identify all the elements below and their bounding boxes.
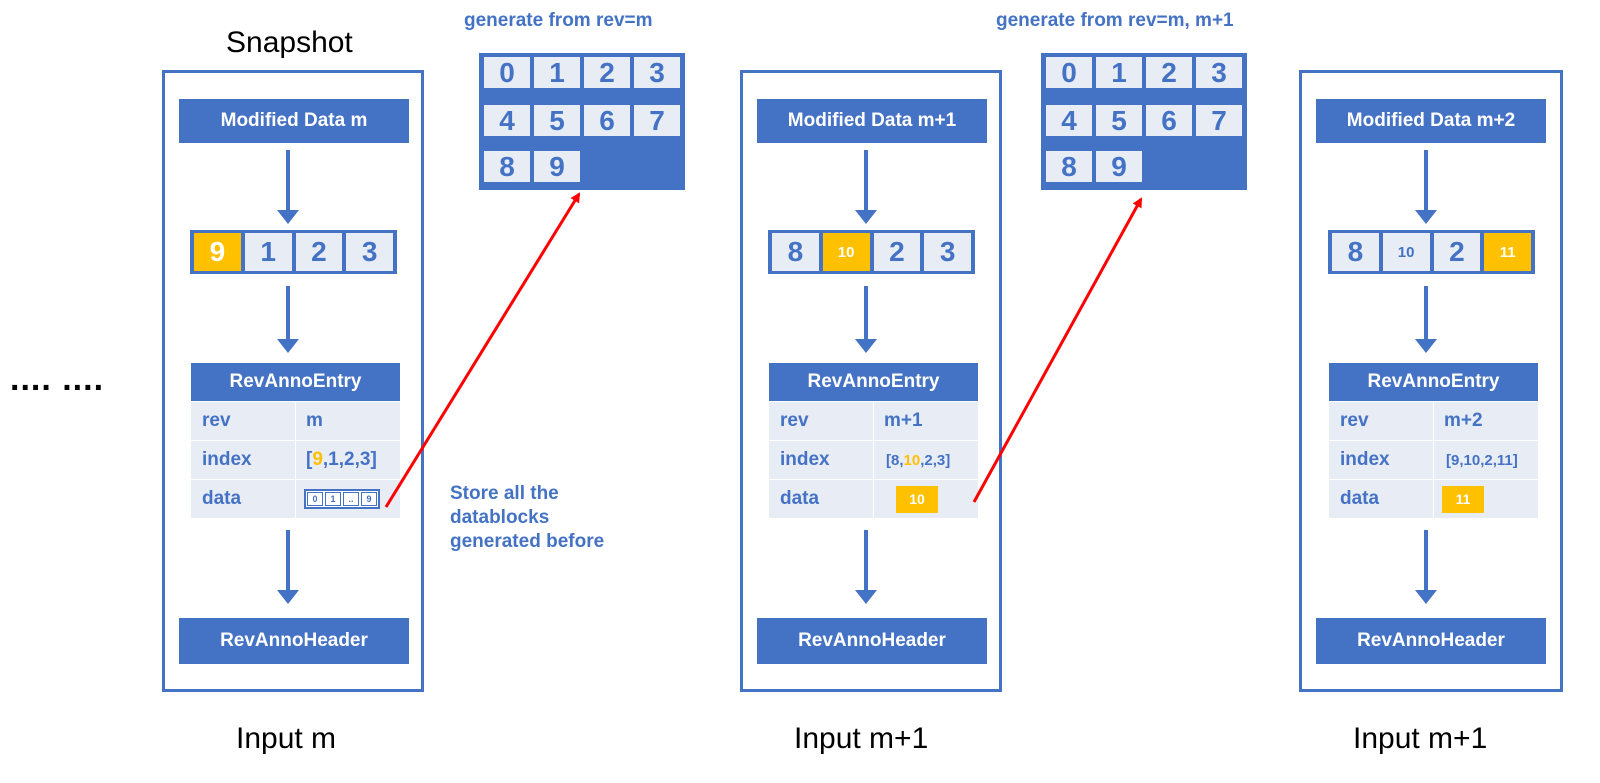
block-cell: 8 — [772, 233, 819, 271]
block-cell: 2 — [1433, 233, 1481, 271]
ellipsis: .... .... — [10, 360, 105, 398]
grid-cell: 1 — [1096, 57, 1142, 88]
grid-cell: 8 — [1046, 151, 1092, 182]
store-link-arrow-1 — [384, 192, 581, 508]
grid-cell: 3 — [634, 57, 680, 88]
modified-data-box: Modified Data m — [179, 99, 409, 143]
store-note-line: datablocks — [450, 507, 550, 528]
grid-cell: 4 — [484, 105, 530, 136]
block-cell: 2 — [873, 233, 921, 271]
rev-key: rev — [1329, 402, 1433, 440]
grid-cell: 0 — [484, 57, 530, 88]
modified-data-box: Modified Data m+2 — [1316, 99, 1546, 143]
index-value: [9,1,2,3] — [296, 441, 400, 479]
index-key: index — [1329, 441, 1433, 479]
block-cell: 3 — [346, 233, 393, 271]
data-block-strip: 8 10 2 11 — [1328, 230, 1535, 274]
rev-value: m — [296, 402, 400, 440]
grid-cell: 6 — [1146, 105, 1192, 136]
data-value: 11 — [1434, 480, 1538, 518]
grid-cell: 9 — [1096, 151, 1142, 182]
grid-cell: 3 — [1196, 57, 1242, 88]
grid-cell: 7 — [1196, 105, 1242, 136]
grid-cell: 7 — [634, 105, 680, 136]
grid-cell: 5 — [534, 105, 580, 136]
grid-cell: 0 — [1046, 57, 1092, 88]
data-badge: 11 — [1442, 485, 1484, 513]
grid-cell: 6 — [584, 105, 630, 136]
data-value: 10 — [874, 480, 978, 518]
block-cell: 2 — [295, 233, 343, 271]
data-badge: 10 — [896, 485, 938, 513]
rev-anno-entry-title: RevAnnoEntry — [191, 363, 400, 401]
grid-cell: 4 — [1046, 105, 1092, 136]
block-cell: 11 — [1484, 233, 1531, 271]
generate-label: generate from rev=m — [464, 10, 653, 31]
block-cell: 3 — [924, 233, 971, 271]
snapshot-label: Snapshot — [226, 26, 353, 59]
grid-cell: 2 — [1146, 57, 1192, 88]
grid-cell: 1 — [534, 57, 580, 88]
data-key: data — [1329, 480, 1433, 518]
rev-key: rev — [191, 402, 295, 440]
input-caption: Input m+1 — [794, 722, 929, 755]
data-key: data — [769, 480, 873, 518]
rev-anno-header-box: RevAnnoHeader — [1316, 618, 1546, 664]
store-link-arrow-2 — [972, 197, 1143, 503]
grid-cell: 9 — [534, 151, 580, 182]
generated-datablock-grid: 0 1 2 3 4 5 6 7 8 9 — [1041, 53, 1247, 190]
grid-cell: 5 — [1096, 105, 1142, 136]
input-caption: Input m+1 — [1353, 722, 1488, 755]
rev-anno-entry-title: RevAnnoEntry — [1329, 363, 1538, 401]
data-block-strip: 8 10 2 3 — [768, 230, 975, 274]
store-note-line: Store all the — [450, 483, 559, 504]
rev-value: m+1 — [874, 402, 978, 440]
block-cell: 10 — [1382, 233, 1430, 271]
store-note-line: generated before — [450, 531, 605, 552]
rev-key: rev — [769, 402, 873, 440]
modified-data-box: Modified Data m+1 — [757, 99, 987, 143]
block-cell: 8 — [1332, 233, 1379, 271]
index-value: [8,10,2,3] — [874, 441, 978, 479]
block-cell: 9 — [194, 233, 241, 271]
data-block-strip: 9 1 2 3 — [190, 230, 397, 274]
data-key: data — [191, 480, 295, 518]
generate-label: generate from rev=m, m+1 — [996, 10, 1234, 31]
block-cell: 1 — [244, 233, 292, 271]
grid-cell: 8 — [484, 151, 530, 182]
grid-cell: 2 — [584, 57, 630, 88]
rev-anno-entry-title: RevAnnoEntry — [769, 363, 978, 401]
index-key: index — [191, 441, 295, 479]
rev-anno-header-box: RevAnnoHeader — [757, 618, 987, 664]
generated-datablock-grid: 0 1 2 3 4 5 6 7 8 9 — [479, 53, 685, 190]
index-key: index — [769, 441, 873, 479]
index-value: [9,10,2,11] — [1434, 441, 1538, 479]
input-caption: Input m — [236, 722, 337, 755]
block-cell: 10 — [822, 233, 870, 271]
rev-anno-header-box: RevAnnoHeader — [179, 618, 409, 664]
rev-value: m+2 — [1434, 402, 1538, 440]
